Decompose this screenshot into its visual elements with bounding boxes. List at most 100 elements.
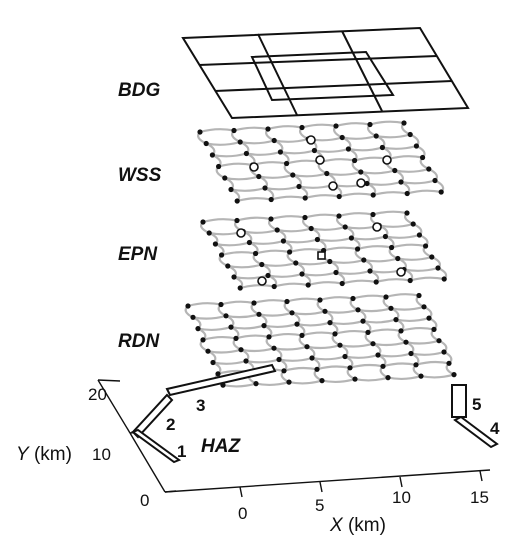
network-node xyxy=(370,341,376,347)
network-node xyxy=(324,170,330,177)
layer-label-haz: HAZ xyxy=(201,436,241,457)
network-node xyxy=(392,167,398,174)
network-link xyxy=(248,239,285,245)
network-node xyxy=(234,198,240,204)
network-link xyxy=(361,318,398,324)
network-link xyxy=(266,125,304,131)
network-link xyxy=(263,185,301,191)
network-link xyxy=(319,158,356,164)
network-node xyxy=(360,318,366,324)
network-link xyxy=(252,299,289,305)
network-link xyxy=(196,326,233,332)
axes-frame xyxy=(97,379,491,498)
network-node xyxy=(342,224,348,230)
network-node xyxy=(293,260,299,266)
network-link xyxy=(239,284,276,290)
network-link xyxy=(313,147,350,153)
network-link xyxy=(343,353,380,359)
network-node xyxy=(233,335,239,341)
network-link xyxy=(273,282,310,288)
network-link xyxy=(242,228,279,234)
network-link xyxy=(257,311,294,317)
network-node xyxy=(228,186,234,193)
network-link xyxy=(224,313,261,319)
network-node xyxy=(305,282,311,288)
network-node xyxy=(287,249,293,255)
network-node xyxy=(271,137,277,144)
network-link xyxy=(371,341,408,347)
network-node xyxy=(435,265,441,271)
network-link xyxy=(322,246,359,252)
network-node xyxy=(225,263,231,269)
layer-label-epn: EPN xyxy=(118,244,158,265)
network-link xyxy=(341,134,378,140)
network-link xyxy=(333,329,370,335)
y-tick-20: 20 xyxy=(88,385,107,404)
y-axis-title: Y (km) xyxy=(16,444,72,465)
network-node xyxy=(215,371,221,377)
network-link xyxy=(341,279,378,285)
network-link xyxy=(205,140,242,146)
network-node xyxy=(451,372,457,378)
network-node xyxy=(219,252,225,258)
network-link xyxy=(288,248,325,254)
source-label-1: 1 xyxy=(177,442,186,461)
network-link xyxy=(260,261,297,267)
network-link xyxy=(376,352,413,358)
x-axis-title: X (km) xyxy=(329,515,386,536)
network-node xyxy=(237,285,243,291)
network-node xyxy=(231,127,237,134)
network-link xyxy=(304,194,341,200)
network-node xyxy=(379,144,385,151)
network-node xyxy=(347,365,353,371)
x-tick-5: 5 xyxy=(315,496,324,515)
network-node xyxy=(373,133,379,139)
source-label-3: 3 xyxy=(196,396,205,415)
network-node xyxy=(299,332,305,338)
network-node xyxy=(289,310,295,316)
network-link xyxy=(236,197,273,203)
network-node xyxy=(311,147,317,154)
network-node xyxy=(413,362,419,368)
network-node xyxy=(222,175,228,181)
network-node xyxy=(393,317,399,323)
network-link xyxy=(316,236,353,242)
source-rect-1 xyxy=(130,428,182,464)
network-node xyxy=(426,166,432,172)
network-link xyxy=(362,257,399,263)
network-link xyxy=(384,293,421,299)
network-link xyxy=(386,375,423,381)
network-link xyxy=(307,281,344,287)
network-node xyxy=(365,329,371,335)
network-node xyxy=(212,241,218,247)
network-link xyxy=(294,260,331,266)
network-node xyxy=(268,216,274,222)
network-node xyxy=(277,149,283,155)
network-link xyxy=(211,152,248,158)
network-node xyxy=(200,219,206,225)
network-node xyxy=(327,320,333,326)
network-link xyxy=(303,213,341,219)
network-link xyxy=(384,233,421,239)
network-node xyxy=(438,189,444,195)
network-node xyxy=(429,254,435,260)
network-node xyxy=(401,120,407,126)
network-node xyxy=(407,277,413,284)
network-node xyxy=(190,314,196,320)
network-node xyxy=(339,280,345,287)
network-node xyxy=(367,121,373,128)
network-link xyxy=(351,294,388,300)
network-node xyxy=(421,304,427,310)
network-link xyxy=(295,321,332,327)
network-link xyxy=(239,347,276,353)
network-link xyxy=(381,144,418,150)
network-node xyxy=(388,305,394,311)
y-tick-10: 10 xyxy=(92,445,111,464)
network-node xyxy=(358,169,364,175)
network-node xyxy=(383,294,389,300)
network-node xyxy=(336,213,342,219)
network-node xyxy=(218,301,224,308)
network-node xyxy=(345,146,351,152)
network-link xyxy=(285,297,322,303)
network-node xyxy=(299,271,305,277)
